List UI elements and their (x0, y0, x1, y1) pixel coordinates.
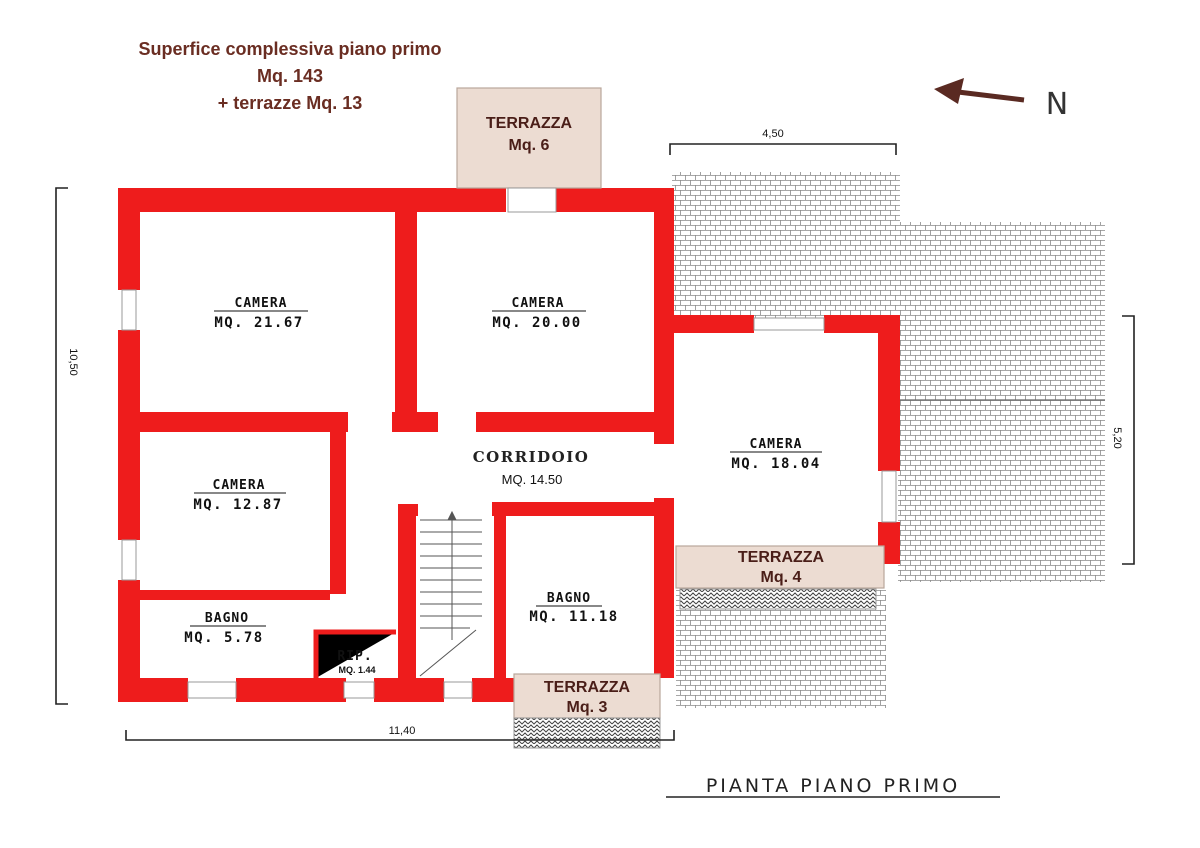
terrace-4-area: Mq. 4 (761, 569, 802, 586)
dimension-top: 4,50 (762, 128, 783, 140)
terrace-3: TERRAZZA Mq. 3 (513, 673, 661, 749)
room-ripostiglio-name: RIP. (337, 649, 372, 664)
terrace-4: TERRAZZA Mq. 4 (675, 545, 885, 610)
room-bagno-a-name: BAGNO (205, 611, 249, 626)
staircase (419, 510, 482, 677)
terrace-6-name: TERRAZZA (486, 115, 573, 132)
room-camera-c-area: MQ. 12.87 (193, 497, 282, 513)
room-bagno-a-area: MQ. 5.78 (184, 630, 263, 646)
terrace-6-area: Mq. 6 (509, 137, 550, 154)
north-label: N (1046, 87, 1068, 122)
room-camera-a-name: CAMERA (235, 296, 288, 311)
header-total-area-value: Mq. 143 (256, 66, 324, 86)
roof-tiles (672, 172, 1105, 708)
walls (118, 188, 900, 702)
dimension-bottom: 11,40 (389, 725, 416, 737)
north-arrow-icon (934, 78, 1025, 104)
room-ripostiglio-area: MQ. 1.44 (338, 665, 375, 675)
room-bagno-b-area: MQ. 11.18 (529, 609, 618, 625)
terrace-4-name: TERRAZZA (738, 549, 825, 566)
room-labels: CAMERA MQ. 21.67 CAMERA MQ. 20.00 CAMERA… (184, 296, 822, 675)
terrace-3-area: Mq. 3 (567, 699, 608, 716)
room-camera-a-area: MQ. 21.67 (214, 315, 303, 331)
room-camera-b-area: MQ. 20.00 (492, 315, 581, 331)
plan-title: PIANTA PIANO PRIMO (706, 775, 960, 797)
room-corridoio-area: MQ. 14.50 (502, 472, 563, 487)
room-floors (142, 212, 878, 678)
room-bagno-b-name: BAGNO (547, 591, 591, 606)
room-camera-d-name: CAMERA (750, 437, 803, 452)
dimension-right: 5,20 (1111, 427, 1123, 448)
dimension-left: 10,50 (67, 348, 79, 376)
header-total-area-label: Superfice complessiva piano primo (138, 39, 442, 59)
dimension-lines (55, 143, 1135, 741)
windows (121, 289, 897, 699)
room-corridoio-name: CORRIDOIO (473, 448, 590, 466)
closet-partition (313, 629, 396, 678)
terrace-3-name: TERRAZZA (544, 679, 631, 696)
room-camera-b-name: CAMERA (512, 296, 565, 311)
room-camera-d-area: MQ. 18.04 (731, 456, 820, 472)
terrace-6: TERRAZZA Mq. 6 (456, 87, 602, 213)
room-camera-c-name: CAMERA (213, 478, 266, 493)
plan-header: Superfice complessiva piano primo Mq. 14… (60, 36, 520, 117)
header-terrace-area: + terrazze Mq. 13 (217, 93, 363, 113)
